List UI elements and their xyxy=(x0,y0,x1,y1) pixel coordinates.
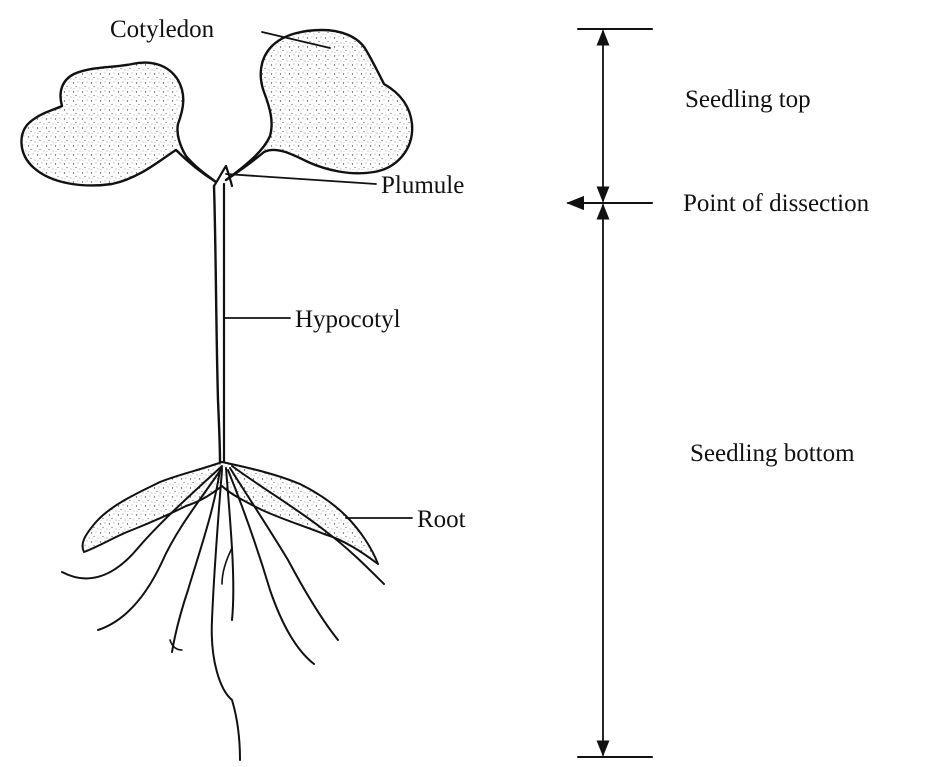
hypocotyl-label: Hypocotyl xyxy=(295,306,401,333)
hypocotyl-stem xyxy=(214,186,220,462)
dissection-scale xyxy=(568,29,652,757)
root-label: Root xyxy=(417,506,466,533)
right-cotyledon xyxy=(226,30,412,180)
plumule-label: Plumule xyxy=(381,172,464,199)
plumule-leader xyxy=(226,174,376,184)
left-cotyledon xyxy=(21,63,216,186)
point-of-dissection-label: Point of dissection xyxy=(683,190,870,217)
plumule xyxy=(214,166,232,186)
seedling-top-label: Seedling top xyxy=(685,86,811,113)
cotyledon-label: Cotyledon xyxy=(110,16,215,43)
root-strand xyxy=(212,470,240,760)
seedling-bottom-label: Seedling bottom xyxy=(690,440,855,467)
seedling xyxy=(21,30,412,760)
root-hair xyxy=(222,548,232,584)
